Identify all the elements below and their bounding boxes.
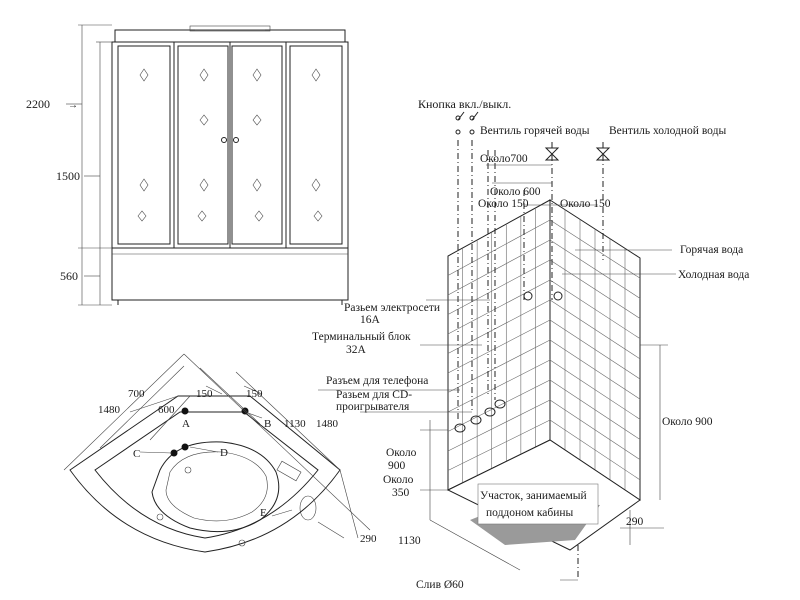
hot-valve-icon <box>544 142 560 161</box>
front-view: 2200 1500 560 → <box>26 24 349 306</box>
label-approx150-left: Около 150 <box>478 198 529 210</box>
control-panel <box>276 460 302 482</box>
dim-1480-left: 1480 <box>98 404 121 416</box>
point-a: A <box>182 418 190 430</box>
tile-joint <box>447 419 551 471</box>
label-floor-1: Участок, занимаемый <box>480 490 587 502</box>
door-right <box>231 45 283 245</box>
label-dim1130: 1130 <box>398 535 421 547</box>
hot-water-outlet <box>523 291 533 301</box>
cold-water-outlet <box>553 291 563 301</box>
label-socket-1: Разьем электросети <box>344 302 440 314</box>
wall-tiles <box>447 208 641 490</box>
label-terminal-1: Терминальный блок <box>312 331 411 343</box>
label-cold-water: Холодная вода <box>678 269 749 281</box>
glass-panel-right <box>289 45 343 245</box>
cabin-base <box>111 247 349 301</box>
door-handle-right <box>233 137 239 143</box>
label-cold-valve: Вентиль холодной воды <box>609 125 726 137</box>
label-drain: Слив Ø60 <box>416 579 464 591</box>
tile-joint <box>447 339 551 393</box>
basin <box>151 441 280 533</box>
tile-joint <box>447 319 551 374</box>
dim-150-right: 150 <box>246 388 263 400</box>
wall-sockets <box>454 399 506 433</box>
point-b-marker <box>241 407 249 415</box>
label-cd-2: проигрывателя <box>336 401 410 413</box>
label-socket-2: 16А <box>360 314 381 326</box>
point-e: E <box>260 507 267 519</box>
point-c: C <box>133 448 140 460</box>
label-hot-water: Горячая вода <box>680 244 743 256</box>
tile-joint <box>447 359 551 413</box>
dim-600: 600 <box>158 404 175 416</box>
tile-joint <box>447 219 551 276</box>
pipe-lines <box>457 140 604 580</box>
tile-joint <box>447 299 551 354</box>
label-dim290: 290 <box>626 516 644 528</box>
switch-icon <box>455 111 479 135</box>
label-approx600: Около 600 <box>490 186 541 198</box>
label-terminal-2: 32А <box>346 344 367 356</box>
label-floor-2: поддоном кабины <box>486 507 574 519</box>
plan-dimensions <box>63 353 371 539</box>
dim-700: 700 <box>128 388 145 400</box>
label-phone: Разъем для телефона <box>326 375 428 387</box>
dim-1130: 1130 <box>284 418 306 430</box>
label-approx700: Около700 <box>480 153 528 165</box>
seat <box>299 495 317 521</box>
plan-view: A B C D E 700 1480 600 150 150 1130 1480… <box>63 353 377 553</box>
tile-joint <box>447 259 551 315</box>
point-d-marker <box>181 443 189 451</box>
door-left <box>177 45 229 245</box>
front-dimensions <box>66 24 112 306</box>
dim-150-left: 150 <box>196 388 213 400</box>
label-approx150-right: Около 150 <box>560 198 611 210</box>
tile-joint <box>447 239 551 296</box>
tile-joint <box>447 379 551 432</box>
label-approx350-1: Около <box>383 474 414 486</box>
label-approx350-2: 350 <box>392 487 410 499</box>
label-cd-1: Разьем для CD- <box>336 389 412 401</box>
label-button: Кнопка вкл./выкл. <box>418 97 511 111</box>
cold-valve-icon <box>595 142 611 161</box>
glass-panel-left <box>117 45 171 245</box>
point-c-marker <box>170 449 178 457</box>
corner-dimension-lines <box>318 164 676 581</box>
door-handle-left <box>221 137 227 143</box>
tile-joint <box>447 279 551 335</box>
tray-outline <box>69 395 341 553</box>
dim-1480-right: 1480 <box>316 418 339 430</box>
label-hot-valve: Вентиль горячей воды <box>480 125 590 137</box>
label-approx900-left-2: 900 <box>388 460 406 472</box>
point-a-marker <box>181 407 189 415</box>
glass-decor <box>137 68 323 222</box>
label-approx900-right: Около 900 <box>662 416 713 428</box>
dim-1500: 1500 <box>56 169 80 183</box>
dim-2200: 2200 <box>26 97 50 111</box>
floor-label-box <box>477 483 599 525</box>
arrow-glyph: → <box>68 100 78 111</box>
label-approx900-left-1: Около <box>386 447 417 459</box>
corner-view: Кнопка вкл./выкл. Вентиль горячей воды В… <box>312 97 749 591</box>
point-b: B <box>264 418 271 430</box>
dim-560: 560 <box>60 269 78 283</box>
dim-290: 290 <box>360 533 377 545</box>
point-d: D <box>220 447 228 459</box>
tile-joint <box>447 399 551 452</box>
cabin-roof <box>114 29 346 43</box>
